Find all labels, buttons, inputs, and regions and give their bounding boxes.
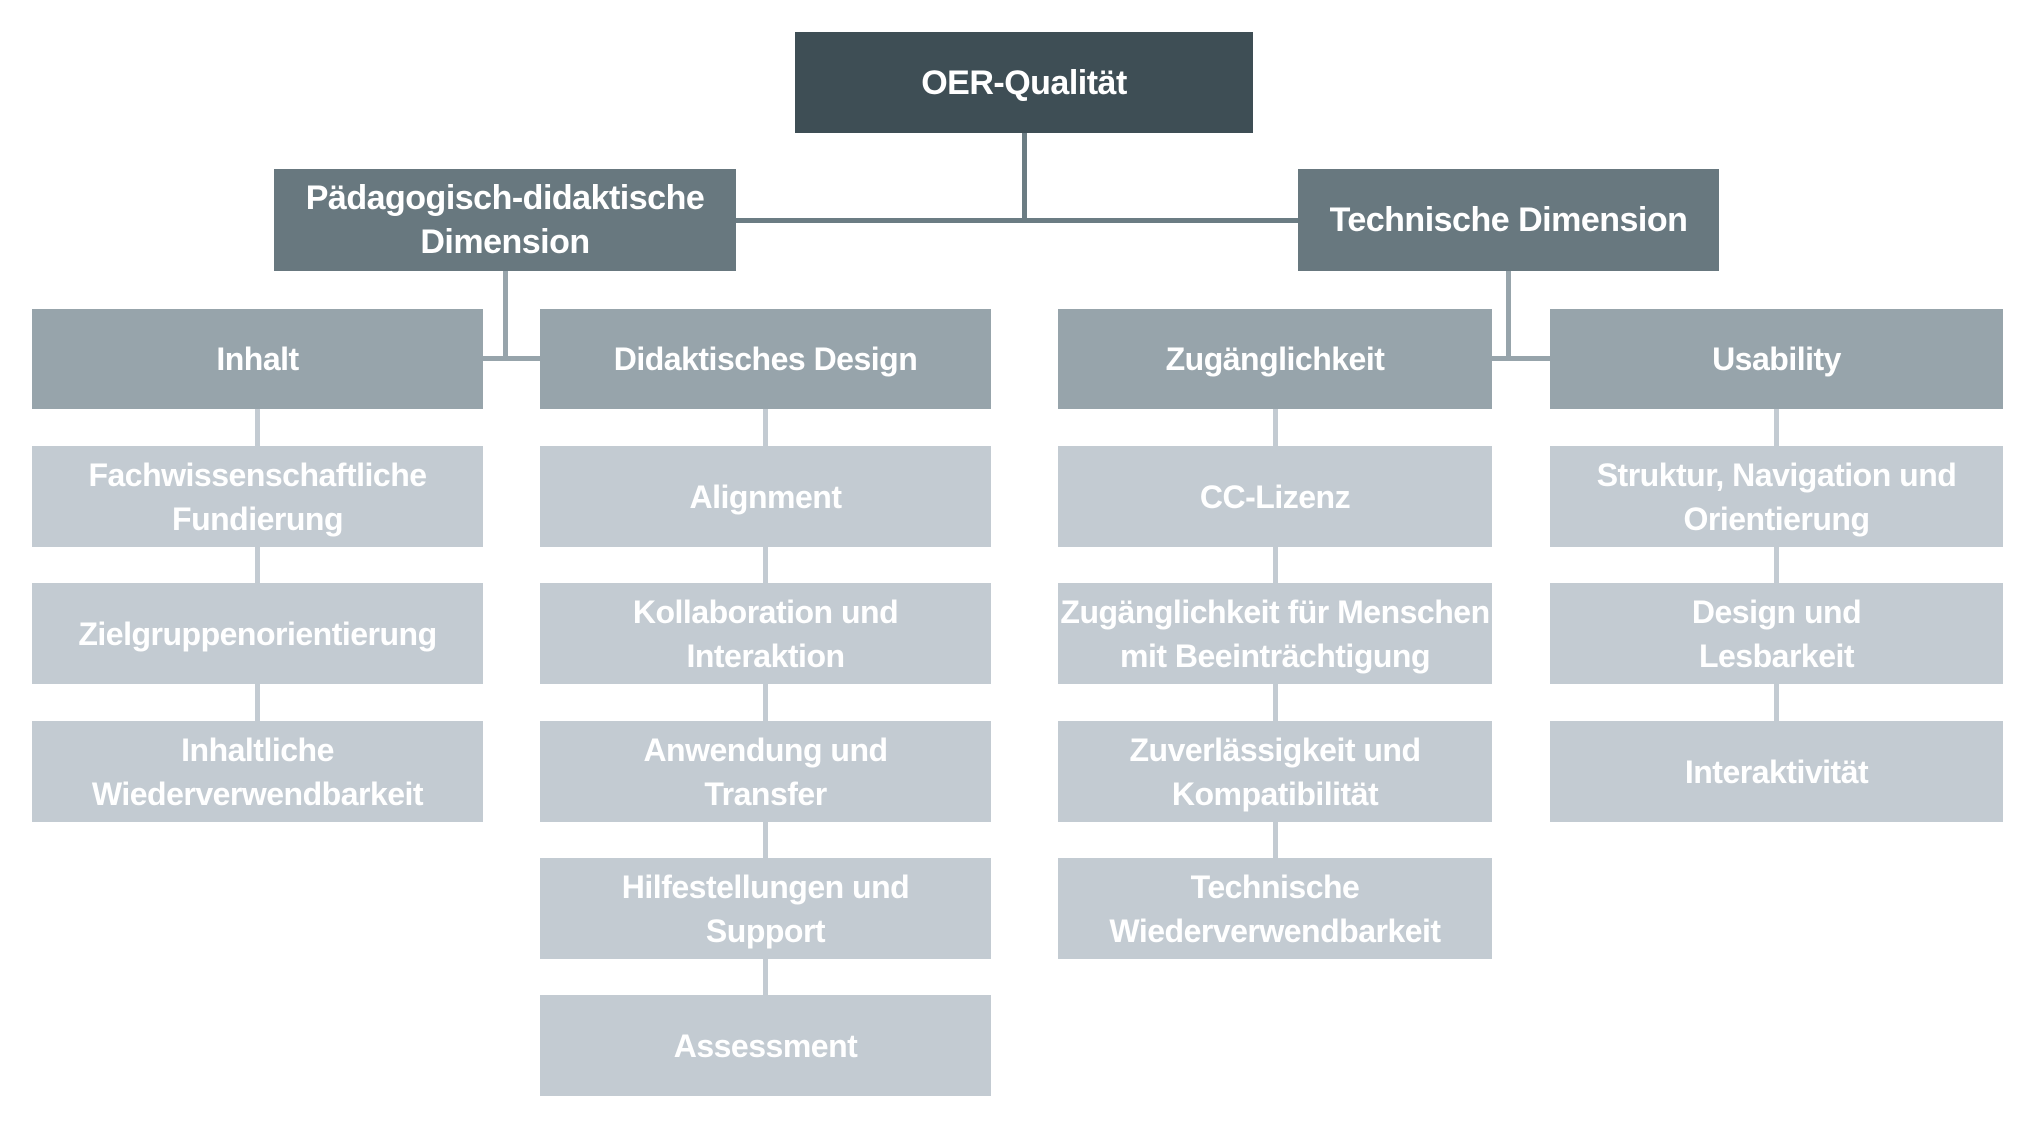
item-node: Zugänglichkeit für Menschen mit Beeinträc… xyxy=(1058,583,1492,684)
item-node-label: mit Beeinträchtigung xyxy=(1119,637,1431,674)
category-header-node-label: Zugänglichkeit xyxy=(1165,341,1385,377)
category-header-node: Inhalt xyxy=(32,309,483,409)
connector-item xyxy=(1272,547,1278,583)
root-node: OER-Qualität xyxy=(795,32,1253,133)
item-node-label: Design und xyxy=(1691,593,1862,630)
item-node-label: Wiederverwendbarkeit xyxy=(91,775,424,812)
connector-item xyxy=(1272,684,1278,721)
connector-item xyxy=(763,409,768,446)
item-node-label: Zugänglichkeit für Menschen xyxy=(1060,593,1490,630)
item-node-label: Anwendung und xyxy=(643,731,888,768)
item-node: CC-Lizenz xyxy=(1058,446,1492,547)
dimension-node-label: Pädagogisch-didaktische xyxy=(305,179,705,217)
item-node-label: Hilfestellungen und xyxy=(621,868,910,905)
item-node-label: Interaktion xyxy=(686,637,845,674)
item-node-label: Fundierung xyxy=(172,500,343,537)
connector-dimension-stem xyxy=(502,271,508,361)
item-node-label: Assessment xyxy=(673,1027,858,1064)
connector-item xyxy=(763,822,768,858)
item-node-label: Zuverlässigkeit und xyxy=(1129,731,1421,768)
item-node-label: Wiederverwendbarkeit xyxy=(1109,912,1441,949)
connector-item xyxy=(255,684,260,721)
connector-item xyxy=(763,959,768,995)
item-node-label: Interaktivität xyxy=(1684,753,1869,790)
dimension-node: Technische Dimension xyxy=(1298,169,1719,271)
item-node-label: Orientierung xyxy=(1683,500,1870,537)
connector-trunk xyxy=(736,218,1298,223)
category-header-node: Usability xyxy=(1550,309,2003,409)
category-header-node-label: Didaktisches Design xyxy=(613,341,918,377)
item-node-label: Lesbarkeit xyxy=(1698,637,1855,674)
item-node: Alignment xyxy=(540,446,991,547)
connector-item xyxy=(763,547,768,583)
connector-item xyxy=(1272,409,1278,446)
connector-item xyxy=(1272,822,1278,858)
item-node-label: Fachwissenschaftliche xyxy=(88,456,427,493)
item-node-label: Kollaboration und xyxy=(632,593,899,630)
category-header-node-label: Usability xyxy=(1712,341,1841,377)
connector-dimension-stem xyxy=(1506,271,1511,361)
connector-item xyxy=(763,684,768,721)
dimension-node-label: Dimension xyxy=(420,223,590,261)
item-node-label: Struktur, Navigation und xyxy=(1596,456,1957,493)
item-node: Assessment xyxy=(540,995,991,1096)
connector-item xyxy=(1774,547,1779,583)
connector-item xyxy=(1774,409,1779,446)
item-node-label: CC-Lizenz xyxy=(1199,478,1351,515)
connector-item xyxy=(255,547,260,583)
item-node-label: Alignment xyxy=(689,478,842,515)
item-node: Zielgruppenorientierung xyxy=(32,583,483,684)
category-header-node: Zugänglichkeit xyxy=(1058,309,1492,409)
connector-root-stem xyxy=(1021,133,1027,223)
root-node-label: OER-Qualität xyxy=(921,63,1127,102)
item-node-label: Inhaltliche xyxy=(181,731,334,768)
connector-dimension-bar xyxy=(1492,355,1550,361)
item-node-label: Technische xyxy=(1190,868,1360,905)
item-node-label: Kompatibilität xyxy=(1171,775,1379,812)
item-node-label: Support xyxy=(705,912,826,949)
item-node-label: Transfer xyxy=(704,775,827,812)
category-header-node: Didaktisches Design xyxy=(540,309,991,409)
connector-dimension-bar xyxy=(483,355,540,361)
connector-item xyxy=(1774,684,1779,721)
dimension-node-label: Technische Dimension xyxy=(1329,201,1688,239)
category-header-node-label: Inhalt xyxy=(216,341,299,377)
item-node: Interaktivität xyxy=(1550,721,2003,822)
connector-item xyxy=(255,409,260,446)
item-node-label: Zielgruppenorientierung xyxy=(78,615,437,652)
